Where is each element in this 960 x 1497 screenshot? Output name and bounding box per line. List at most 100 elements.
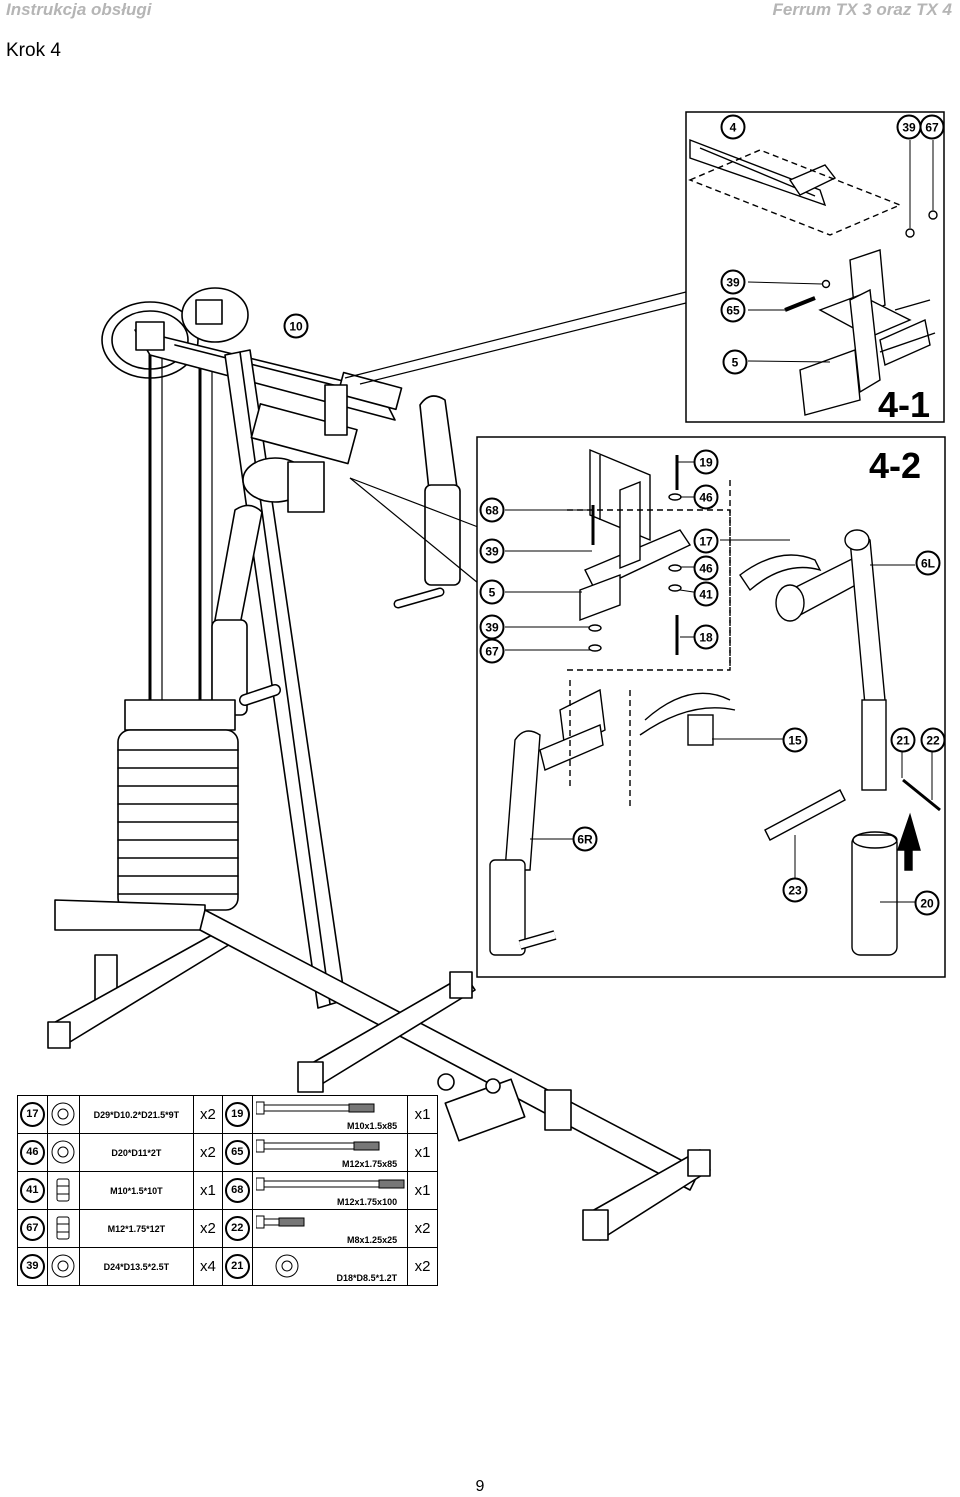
svg-text:19: 19	[699, 456, 713, 470]
part-number: 17	[19, 1102, 45, 1127]
detail-4-2: 4-2	[476, 436, 946, 978]
gym-frame-drawing	[47, 287, 711, 1241]
part-callouts: 10 4 39 67 39 65 5 19 46 68 17 39 46 6L 5 41 39 18 67 15 21 2…	[283, 114, 946, 916]
svg-text:4: 4	[730, 121, 737, 135]
svg-text:46: 46	[699, 562, 713, 576]
part-qty: x2	[407, 1209, 438, 1248]
product-name: Ferrum TX 3 oraz TX 4	[772, 0, 953, 19]
callout-46: 46	[693, 555, 719, 581]
svg-text:68: 68	[485, 504, 499, 518]
washer-icon	[48, 1140, 78, 1167]
callout-6R: 6R	[572, 826, 598, 852]
svg-text:39: 39	[726, 276, 740, 290]
part-spec: M8x1.25x25	[347, 1235, 398, 1245]
svg-text:21: 21	[896, 734, 910, 748]
part-qty: x2	[193, 1095, 223, 1134]
part-number: 39	[19, 1254, 45, 1279]
part-spec: M12x1.75x85	[342, 1159, 398, 1169]
svg-text:41: 41	[699, 588, 713, 602]
manual-title: Instrukcja obsługi	[6, 0, 152, 19]
part-number: 46	[19, 1140, 45, 1165]
part-spec: M10*1.5*10T	[78, 1171, 195, 1210]
svg-text:46: 46	[699, 491, 713, 505]
svg-text:6L: 6L	[921, 557, 935, 571]
part-qty: x1	[193, 1171, 223, 1210]
callout-15: 15	[782, 727, 808, 753]
part-qty: x2	[193, 1133, 223, 1172]
part-spec: D29*D10.2*D21.5*9T	[78, 1095, 195, 1134]
svg-text:23: 23	[788, 884, 802, 898]
svg-text:20: 20	[920, 897, 934, 911]
svg-text:67: 67	[925, 121, 939, 135]
part-qty: x1	[407, 1171, 438, 1210]
washer-big-icon	[48, 1102, 78, 1129]
part-spec: D24*D13.5*2.5T	[78, 1247, 195, 1286]
detail-1-label: 4-1	[878, 384, 930, 425]
part-spec: M10x1.5x85	[347, 1121, 398, 1131]
detail-4-1: 4-1	[685, 111, 945, 425]
svg-text:39: 39	[485, 545, 499, 559]
callout-20: 20	[914, 890, 940, 916]
part-number: 68	[224, 1178, 250, 1203]
page-number: 9	[475, 1478, 485, 1495]
weight-plates	[117, 729, 239, 911]
part-spec: M12*1.75*12T	[78, 1209, 195, 1248]
callout-41: 41	[693, 581, 719, 607]
part-qty: x2	[193, 1209, 223, 1248]
svg-text:6R: 6R	[577, 833, 593, 847]
nut-icon	[54, 1216, 72, 1243]
callout-17: 17	[693, 528, 719, 554]
svg-text:39: 39	[902, 121, 916, 135]
callout-39: 39	[479, 538, 505, 564]
callout-21: 21	[890, 727, 916, 753]
callout-67: 67	[479, 638, 505, 664]
detail-2-label: 4-2	[869, 445, 921, 486]
part-spec: M12x1.75x100	[337, 1197, 398, 1207]
part-number: 22	[224, 1216, 250, 1241]
part-qty: x1	[407, 1133, 438, 1172]
callout-22: 22	[920, 727, 946, 753]
part-qty: x2	[407, 1247, 438, 1286]
callout-65: 65	[720, 297, 746, 323]
callout-10: 10	[283, 313, 309, 339]
svg-text:65: 65	[726, 304, 740, 318]
svg-text:15: 15	[788, 734, 802, 748]
part-qty: x4	[193, 1247, 223, 1286]
part-qty: x1	[407, 1095, 438, 1134]
svg-text:17: 17	[699, 535, 713, 549]
callout-46: 46	[693, 484, 719, 510]
detail-leader-lines	[344, 291, 687, 584]
part-number: 67	[19, 1216, 45, 1241]
step-title: Krok 4	[6, 40, 61, 61]
callout-5: 5	[722, 349, 748, 375]
callout-39: 39	[720, 269, 746, 295]
part-number: 21	[224, 1254, 250, 1279]
callout-39: 39	[896, 114, 922, 140]
washer-icon	[48, 1254, 78, 1281]
nut-icon	[54, 1178, 72, 1205]
callout-6L: 6L	[915, 550, 941, 576]
svg-text:22: 22	[926, 734, 940, 748]
callout-5: 5	[479, 579, 505, 605]
part-spec: D20*D11*2T	[78, 1133, 195, 1172]
svg-text:18: 18	[699, 631, 713, 645]
callout-68: 68	[479, 497, 505, 523]
part-number: 41	[19, 1178, 45, 1203]
callout-39: 39	[479, 614, 505, 640]
callout-23: 23	[782, 877, 808, 903]
callout-19: 19	[693, 449, 719, 475]
callout-67: 67	[919, 114, 945, 140]
svg-text:67: 67	[485, 645, 499, 659]
svg-text:10: 10	[289, 320, 303, 334]
callout-4: 4	[720, 114, 746, 140]
callout-18: 18	[693, 624, 719, 650]
part-number: 19	[224, 1102, 250, 1127]
part-number: 65	[224, 1140, 250, 1165]
